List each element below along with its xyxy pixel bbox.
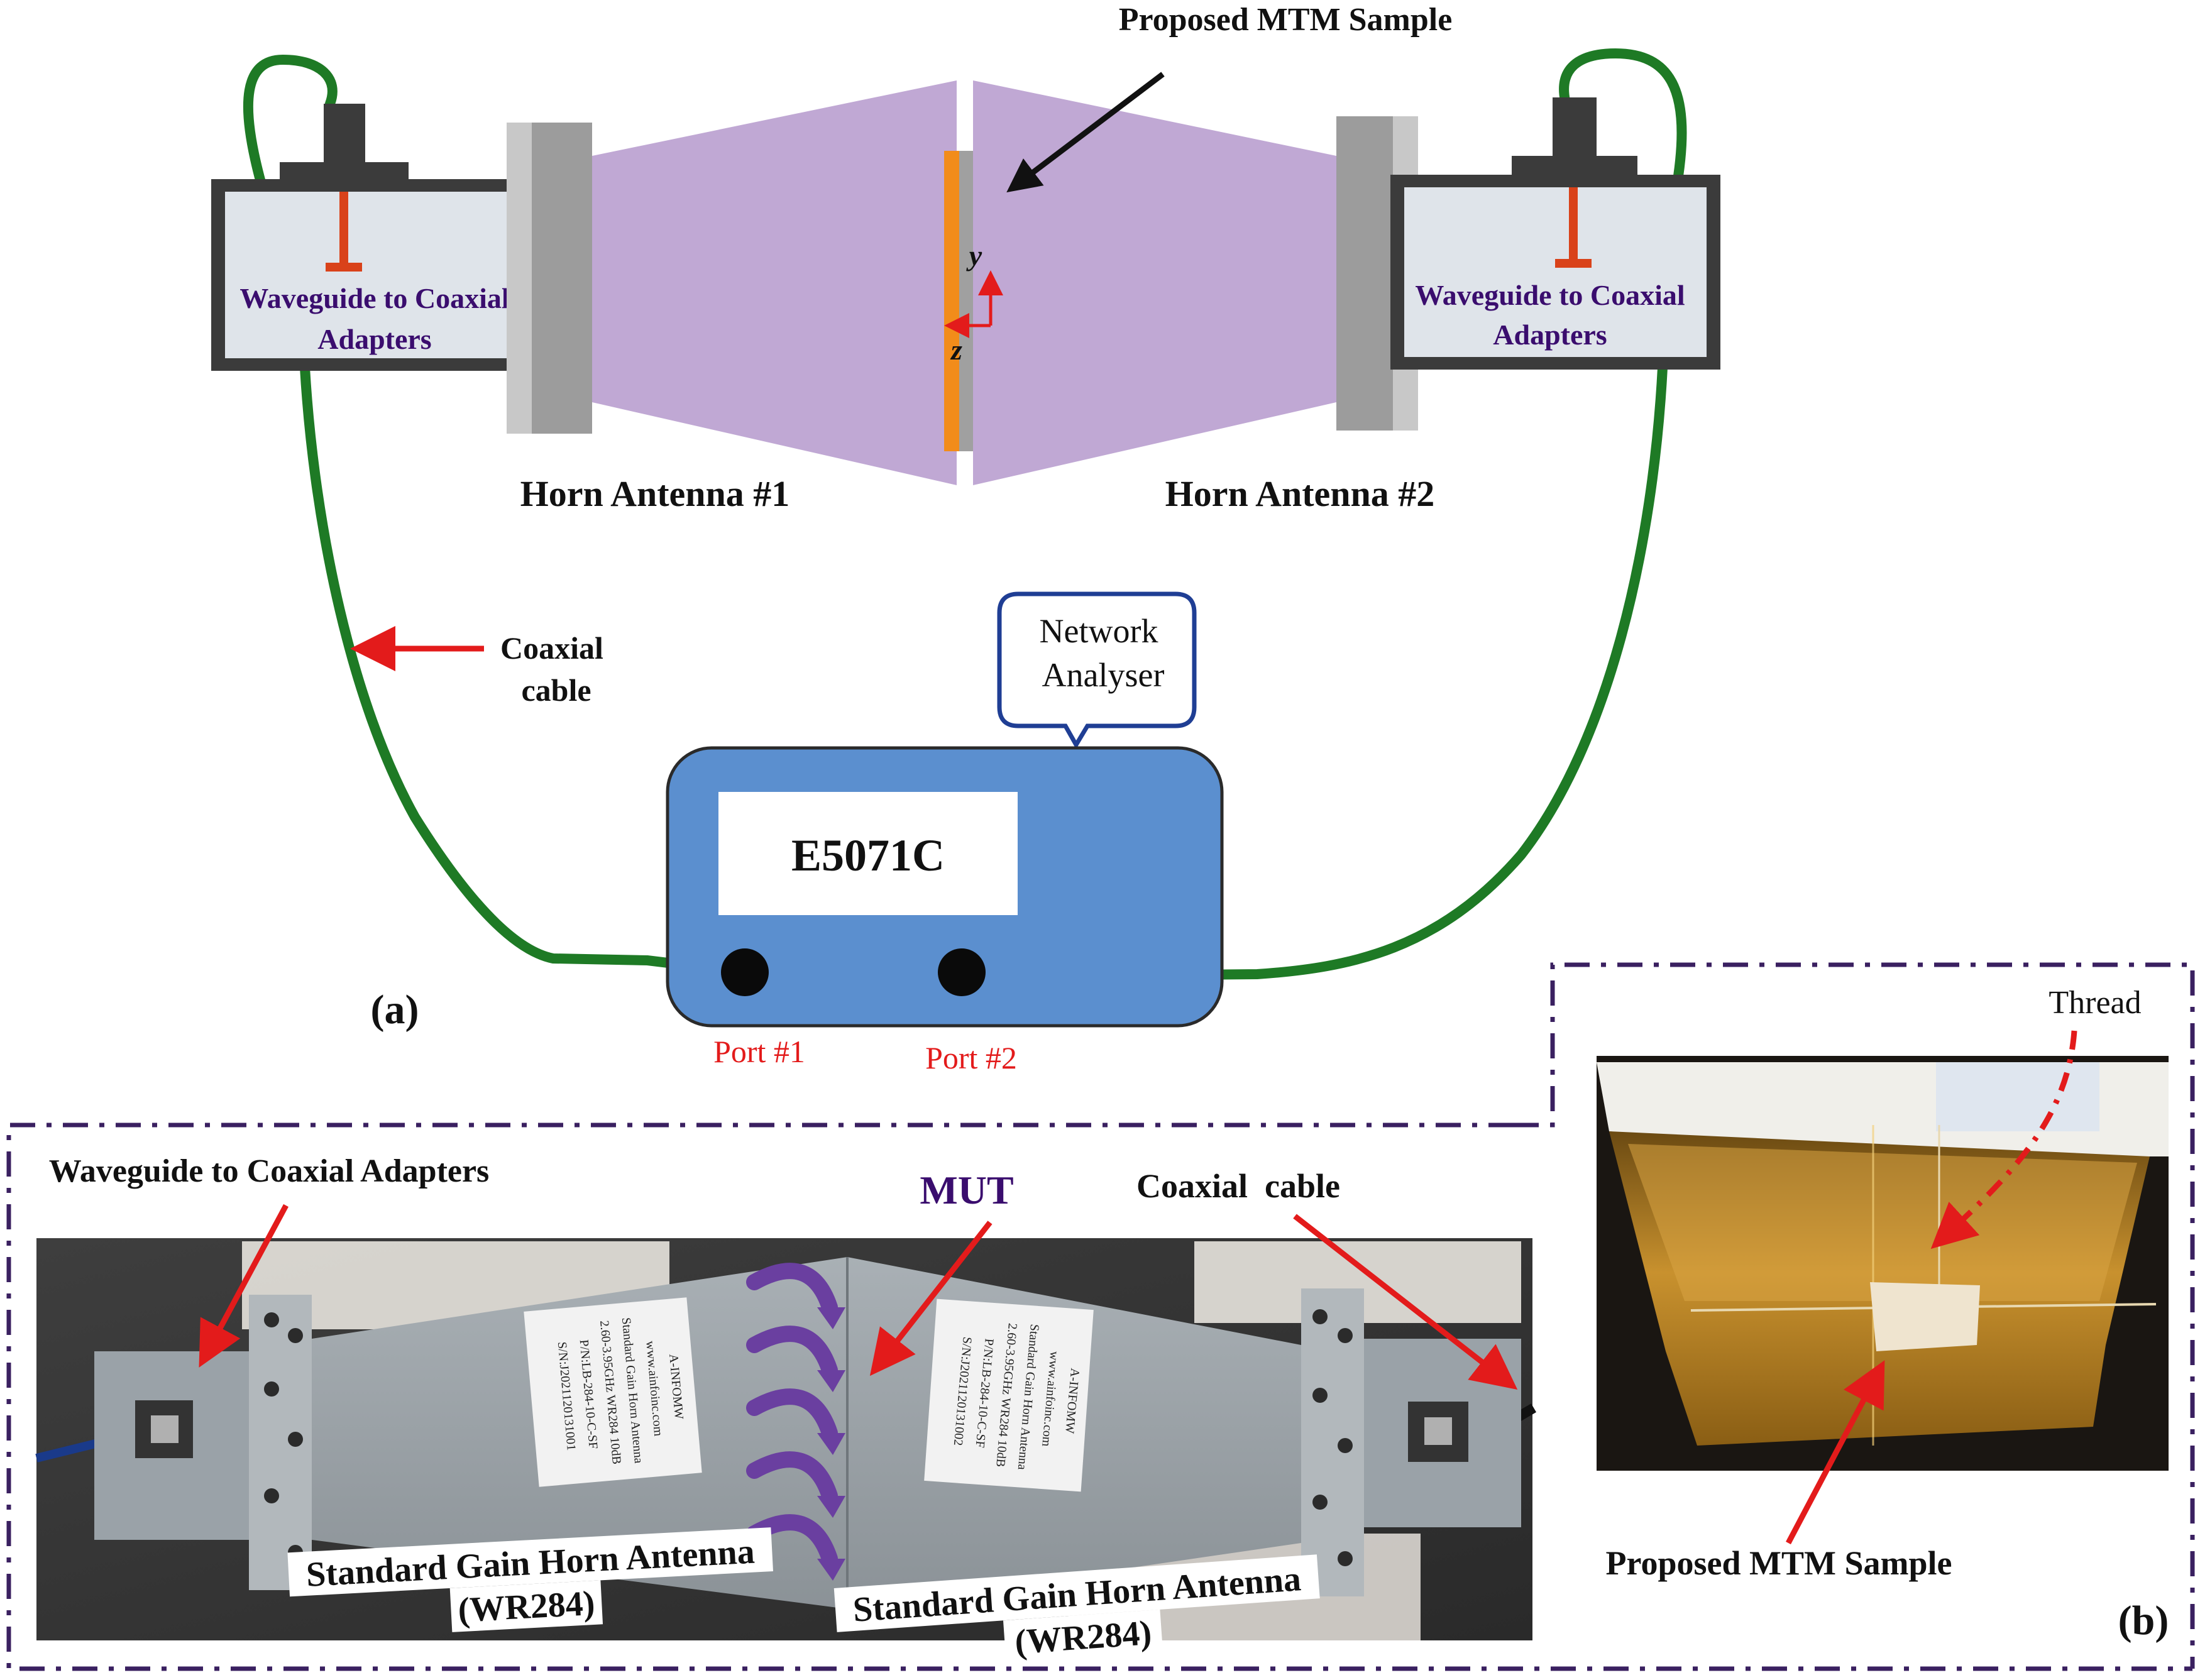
photo-horn-right-line2: (WR284) xyxy=(1013,1613,1153,1662)
adapter-right-label-line2: Adapters xyxy=(1493,319,1607,351)
flange-left xyxy=(532,123,592,434)
panel-photo-border xyxy=(6,1123,2192,1671)
photo-flange-right xyxy=(1301,1288,1364,1596)
panel-b-sample-label: Proposed MTM Sample xyxy=(1606,1544,1952,1582)
panel-b-sample xyxy=(1870,1282,1980,1351)
mtm-sample-layer xyxy=(944,151,959,451)
mut-wave-arrows xyxy=(746,1263,838,1567)
photo-mut-label: MUT xyxy=(920,1168,1013,1212)
panel-a-schematic: Waveguide to Coaxial Adapters Waveguide … xyxy=(211,2,1720,1075)
coordinate-axes: y z xyxy=(944,239,1003,366)
panel-b-label: (b) xyxy=(2118,1598,2169,1644)
photo-horn-label-right: Standard Gain Horn Antenna (WR284) xyxy=(833,1554,1320,1665)
proposed-sample-arrow xyxy=(1006,72,1165,193)
photo-horn-label-left: Standard Gain Horn Antenna (WR284) xyxy=(287,1527,773,1632)
photo-adapters-arrow xyxy=(199,1204,289,1368)
flange-right xyxy=(1336,116,1393,431)
panel-b-thread-arrow xyxy=(1930,1030,2077,1249)
horn-2-label: Horn Antenna #2 xyxy=(1165,473,1435,514)
sticker-left: A-INFOMW www.ainfoinc.com Standard Gain … xyxy=(524,1297,702,1487)
panel-photo: A-INFOMW www.ainfoinc.com Standard Gain … xyxy=(35,1153,1537,1665)
port-2-connector xyxy=(938,948,986,996)
adapter-left: Waveguide to Coaxial Adapters xyxy=(211,104,538,371)
analyser-model: E5071C xyxy=(791,830,945,881)
probe-left xyxy=(339,192,348,270)
sticker-right: A-INFOMW www.ainfoinc.com Standard Gain … xyxy=(924,1298,1094,1492)
horn-antenna-1 xyxy=(592,80,957,485)
panel-b-thread-label: Thread xyxy=(2049,985,2141,1021)
panel-b-label-sticker xyxy=(1936,1062,2099,1131)
network-analyser: E5071C xyxy=(666,746,1224,1028)
port-1-label: Port #1 xyxy=(713,1034,805,1069)
adapter-left-label-line2: Adapters xyxy=(317,323,431,355)
panel-b: Thread Proposed MTM Sample (b) xyxy=(1597,985,2169,1644)
coaxial-cable-left xyxy=(243,54,735,971)
callout-line2: Analyser xyxy=(1042,656,1165,694)
network-analyser-callout: Network Analyser xyxy=(997,591,1197,749)
axis-z-label: z xyxy=(950,334,962,366)
callout-line1: Network xyxy=(1040,612,1158,650)
coaxial-cable-right xyxy=(977,48,1687,975)
coaxial-cable-label-line1: Coaxial xyxy=(500,630,603,666)
panel-b-sample-arrow xyxy=(1786,1360,1885,1545)
photo-flange-left xyxy=(249,1295,312,1590)
adapter-left-label-line1: Waveguide to Coaxial xyxy=(239,282,509,314)
adapter-right: Waveguide to Coaxial Adapters xyxy=(1390,97,1720,370)
port-2-label: Port #2 xyxy=(925,1040,1017,1075)
flange-left-outer xyxy=(507,123,532,434)
mut-wave-arrowheads xyxy=(817,1307,845,1581)
horn-1-label: Horn Antenna #1 xyxy=(520,473,790,514)
photo-adapters-label: Waveguide to Coaxial Adapters xyxy=(49,1153,490,1189)
photo-mut-arrow xyxy=(869,1221,993,1376)
proposed-sample-label: Proposed MTM Sample xyxy=(1119,2,1453,38)
analyser-screen xyxy=(718,792,1018,915)
photo-bolts xyxy=(264,1309,1353,1566)
panel-b-border xyxy=(1514,962,2195,1669)
adapter-right-label-line1: Waveguide to Coaxial xyxy=(1415,279,1685,311)
port-1-connector xyxy=(721,948,769,996)
probe-right xyxy=(1569,187,1578,266)
photo-horn-left-line2: (WR284) xyxy=(457,1584,596,1630)
axis-y-label: y xyxy=(966,239,982,272)
panel-a-label: (a) xyxy=(371,987,419,1033)
photo-coax-label: Coaxial cable xyxy=(1136,1167,1340,1205)
coaxial-cable-label-line2: cable xyxy=(521,673,591,708)
photo-coax-arrow xyxy=(1293,1214,1518,1390)
horn-antenna-2 xyxy=(973,80,1336,485)
